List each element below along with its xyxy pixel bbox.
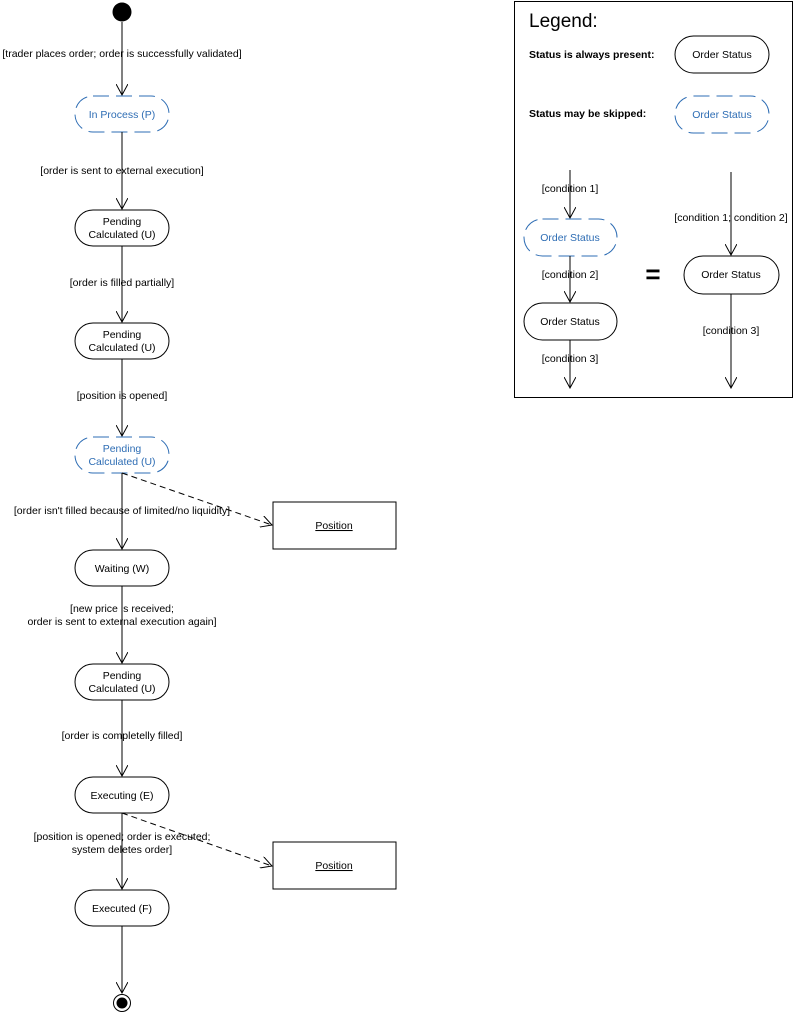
status-label: Calculated (U) [88,683,155,695]
position-box [272,841,397,890]
legend-always-present-label: Status is always present: [529,49,654,61]
status-label: Pending [103,216,142,228]
legend-title: Legend: [529,11,598,32]
legend-optional-status-label: Order Status [692,109,752,121]
condition-label: [position is opened; order is executed; [34,831,211,843]
status-label: Calculated (U) [88,229,155,241]
legend: Legend: Status is always present: Order … [514,1,793,398]
legend-condition-1-2: [condition 1; condition 2] [674,212,787,224]
legend-condition-3-right: [condition 3] [703,325,760,337]
legend-equals-sign: = [645,259,660,289]
position-label: Position [315,520,353,532]
status-label: Calculated (U) [88,342,155,354]
condition-label: [trader places order; order is successfu… [2,48,241,60]
legend-condition-3: [condition 3] [542,353,599,365]
legend-solid-status-label: Order Status [692,49,752,61]
legend-condition-2: [condition 2] [542,269,599,281]
status-label: Calculated (U) [88,456,155,468]
condition-label: [new price is received; [70,603,174,615]
condition-label: order is sent to external execution agai… [27,616,216,628]
position-box [272,501,397,550]
dashed-edge-to-position [121,472,272,525]
condition-label: [order isn't filled because of limited/n… [14,505,230,517]
legend-may-be-skipped-label: Status may be skipped: [529,108,646,120]
legend-example-solid-label: Order Status [540,316,600,328]
condition-label: [order is filled partially] [70,277,175,289]
dashed-edge-to-position [121,812,272,866]
legend-example-optional-label: Order Status [540,232,600,244]
final-node [113,994,131,1012]
condition-label: [order is completelly filled] [62,730,183,742]
legend-optional-status [674,95,770,134]
status-waiting-label: Waiting (W) [95,563,149,575]
legend-solid-status [674,35,770,74]
initial-node [112,2,132,22]
condition-label: [position is opened] [77,390,168,402]
legend-condition-1: [condition 1] [542,183,599,195]
condition-label: [order is sent to external execution] [40,165,204,177]
status-executing-label: Executing (E) [90,790,153,802]
status-in-process-label: In Process (P) [89,109,156,121]
position-label: Position [315,860,353,872]
status-label: Pending [103,443,142,455]
legend-merged-status-label: Order Status [701,269,761,281]
condition-label: system deletes order] [72,844,172,856]
status-label: Pending [103,329,142,341]
status-executed-label: Executed (F) [92,903,152,915]
status-label: Pending [103,670,142,682]
